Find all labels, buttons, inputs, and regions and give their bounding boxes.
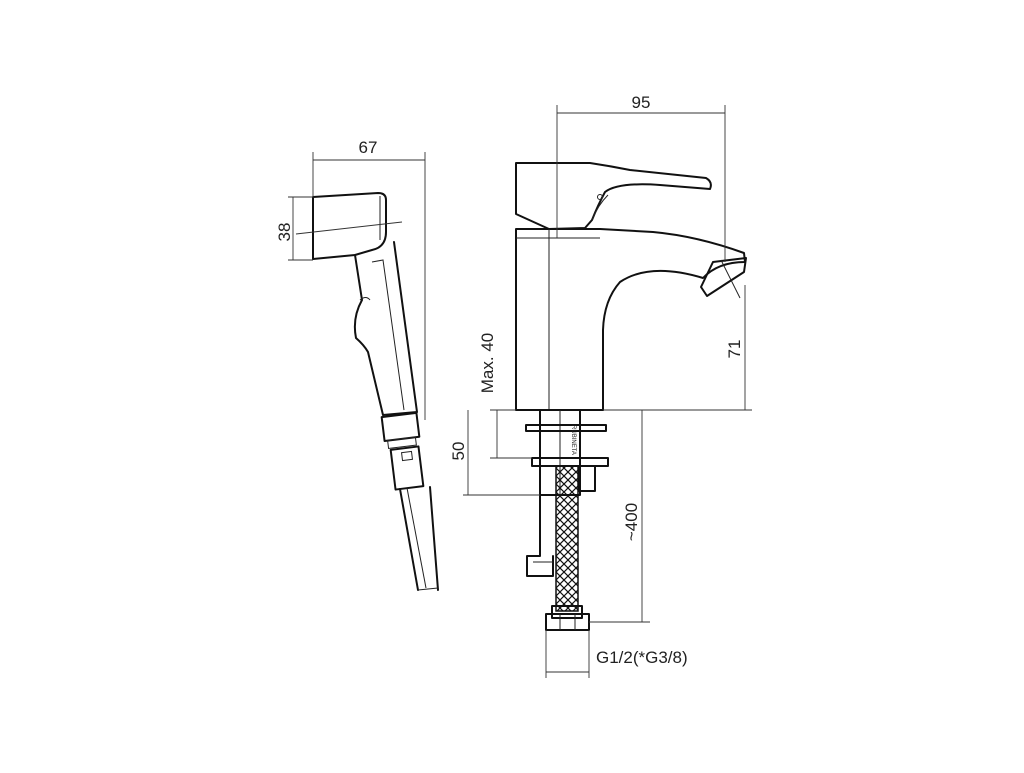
shower-hose	[399, 486, 439, 591]
dim-label-95: 95	[632, 93, 651, 112]
faucet-handle	[515, 162, 712, 230]
hose-connector	[389, 445, 425, 491]
handle-inner-edge	[591, 194, 609, 221]
dim-label-38: 38	[275, 223, 294, 242]
washer-top	[525, 424, 607, 432]
faucet-body	[515, 228, 746, 411]
hand-shower-body	[353, 241, 418, 416]
aerator-axis	[720, 259, 741, 299]
shower-hose-inner	[406, 487, 427, 589]
dim-label-71: 71	[725, 340, 744, 359]
hand-shower: 67 38	[275, 138, 439, 591]
dim-label-67: 67	[359, 138, 378, 157]
dim-label-400: ~400	[622, 503, 641, 541]
hose-collar	[380, 411, 421, 442]
brand-mark: RUBINETA	[570, 425, 576, 455]
handle-screw	[597, 194, 603, 200]
hand-shower-body-edge	[371, 259, 405, 411]
mounting-bracket	[526, 409, 554, 577]
dim-label-max40: Max. 40	[478, 333, 497, 393]
hand-shower-axis	[295, 221, 403, 235]
lock-nut	[578, 465, 596, 492]
hose-end	[417, 587, 439, 591]
aerator	[700, 257, 747, 297]
braided-hose	[555, 465, 579, 612]
washer-bottom	[531, 457, 609, 467]
hose-fitting-neck	[551, 605, 583, 619]
hand-shower-head	[312, 192, 387, 260]
dim-label-50: 50	[449, 442, 468, 461]
hose-collar-ring	[387, 436, 417, 449]
dim-label-thread: G1/2(*G3/8)	[596, 648, 688, 667]
faucet: RUBINETA 95 71 Max. 40 50 ~400	[449, 93, 752, 678]
connector-notch	[400, 450, 414, 462]
trigger-top	[359, 297, 371, 301]
